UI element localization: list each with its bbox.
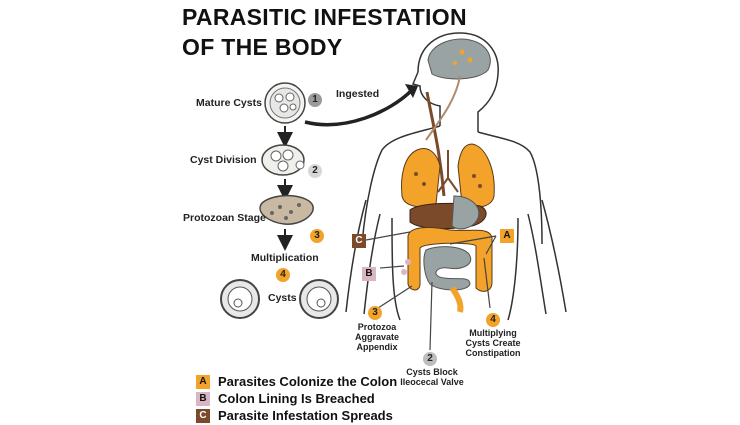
marker-c: C [352, 234, 366, 248]
title-line-1: PARASITIC INFESTATION [182, 4, 467, 30]
legend-swatch-c: C [196, 408, 210, 423]
legend-swatch-b: B [196, 391, 210, 406]
diagram-title: PARASITIC INFESTATION OF THE BODY [182, 2, 467, 62]
ingested-arrow [304, 88, 414, 127]
ingested-arrowhead [405, 84, 418, 98]
body-outline [345, 32, 567, 321]
legend-row-a: A Parasites Colonize the Colon [196, 373, 397, 390]
legend-swatch-a: A [196, 374, 210, 389]
cyst-division-illustration [261, 144, 305, 176]
callout-text-appendix: Protozoa Aggravate Appendix [354, 322, 399, 352]
protozoan-illustration [259, 194, 314, 225]
stage-badge-1: 1 [308, 93, 322, 107]
callout-badge-ileocecal: 2 [423, 352, 437, 366]
brain [427, 38, 491, 80]
legend-row-c: C Parasite Infestation Spreads [196, 407, 397, 424]
small-intestine [423, 246, 472, 291]
stage-label-cysts: Cysts [268, 292, 297, 304]
marker-a: A [500, 229, 514, 243]
mature-cysts-illustration [264, 82, 306, 124]
stomach [451, 195, 480, 230]
stage-label-cyst-division: Cyst Division [190, 154, 257, 166]
legend: A Parasites Colonize the Colon B Colon L… [196, 373, 397, 424]
cysts-pair-illustration [220, 279, 339, 319]
ingested-label: Ingested [336, 88, 380, 100]
legend-text-c: Parasite Infestation Spreads [218, 408, 393, 423]
rectum [449, 286, 464, 313]
stage-badge-3: 3 [310, 229, 324, 243]
legend-text-b: Colon Lining Is Breached [218, 391, 375, 406]
callout-badge-appendix: 3 [368, 306, 382, 320]
callout-text-constipation: Multiplying Cysts Create Constipation [465, 328, 521, 358]
legend-row-b: B Colon Lining Is Breached [196, 390, 397, 407]
stage-label-protozoan: Protozoan Stage [183, 212, 266, 224]
legend-text-a: Parasites Colonize the Colon [218, 374, 398, 389]
esophagus [425, 91, 446, 197]
lungs [401, 143, 495, 208]
callout-lines [365, 231, 497, 351]
title-line-2: OF THE BODY [182, 34, 343, 60]
marker-b: B [362, 267, 376, 281]
spread-line-brain [425, 75, 461, 141]
colon [407, 227, 493, 292]
callout-text-ileocecal: Cysts Block Ileocecal Valve [400, 367, 464, 387]
stage-badge-4: 4 [276, 268, 290, 282]
stage-badge-2: 2 [308, 164, 322, 178]
stage-label-mature-cysts: Mature Cysts [196, 97, 262, 109]
callout-badge-constipation: 4 [486, 313, 500, 327]
stage-label-multiplication: Multiplication [251, 252, 319, 264]
